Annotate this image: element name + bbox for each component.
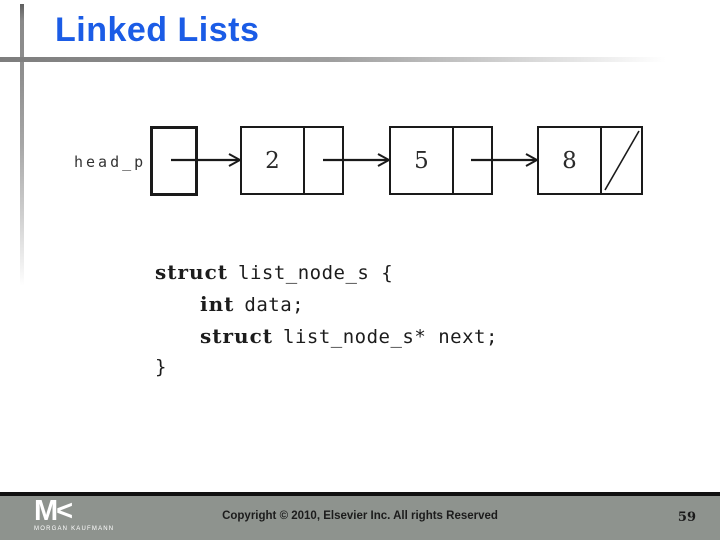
list-node-3: 8 bbox=[537, 126, 643, 195]
logo-mk-mark: M< bbox=[34, 495, 73, 527]
list-node-1: 2 bbox=[240, 126, 344, 195]
node-1-data-cell: 2 bbox=[242, 128, 305, 193]
null-slash-icon bbox=[604, 130, 640, 191]
node-2-data-cell: 5 bbox=[391, 128, 454, 193]
code-line: } bbox=[155, 356, 167, 378]
list-node-2: 5 bbox=[389, 126, 493, 195]
next-arrow-icon bbox=[471, 153, 539, 167]
head-pointer-label: head_p bbox=[74, 153, 147, 171]
keyword-struct: struct bbox=[200, 324, 273, 348]
head-arrow-icon bbox=[171, 153, 242, 167]
morgan-kaufmann-logo: M< MORGAN KAUFMANN bbox=[34, 497, 124, 537]
next-arrow-icon bbox=[323, 153, 391, 167]
title-vertical-rule bbox=[20, 4, 24, 286]
footer-divider-line bbox=[0, 492, 720, 496]
node-3-data-cell: 8 bbox=[539, 128, 602, 193]
title-underline-rule bbox=[0, 57, 666, 62]
keyword-int: int bbox=[200, 292, 235, 316]
linked-list-diagram: head_p 2 5 8 bbox=[0, 0, 720, 240]
footer: M< MORGAN KAUFMANN Copyright © 2010, Els… bbox=[0, 496, 720, 540]
keyword-struct: struct bbox=[155, 260, 228, 284]
copyright-text: Copyright © 2010, Elsevier Inc. All righ… bbox=[222, 510, 498, 522]
page-number: 59 bbox=[677, 510, 696, 525]
node-3-next-cell bbox=[602, 128, 641, 193]
logo-wordmark: MORGAN KAUFMANN bbox=[34, 526, 115, 532]
page-title: Linked Lists bbox=[55, 11, 260, 49]
